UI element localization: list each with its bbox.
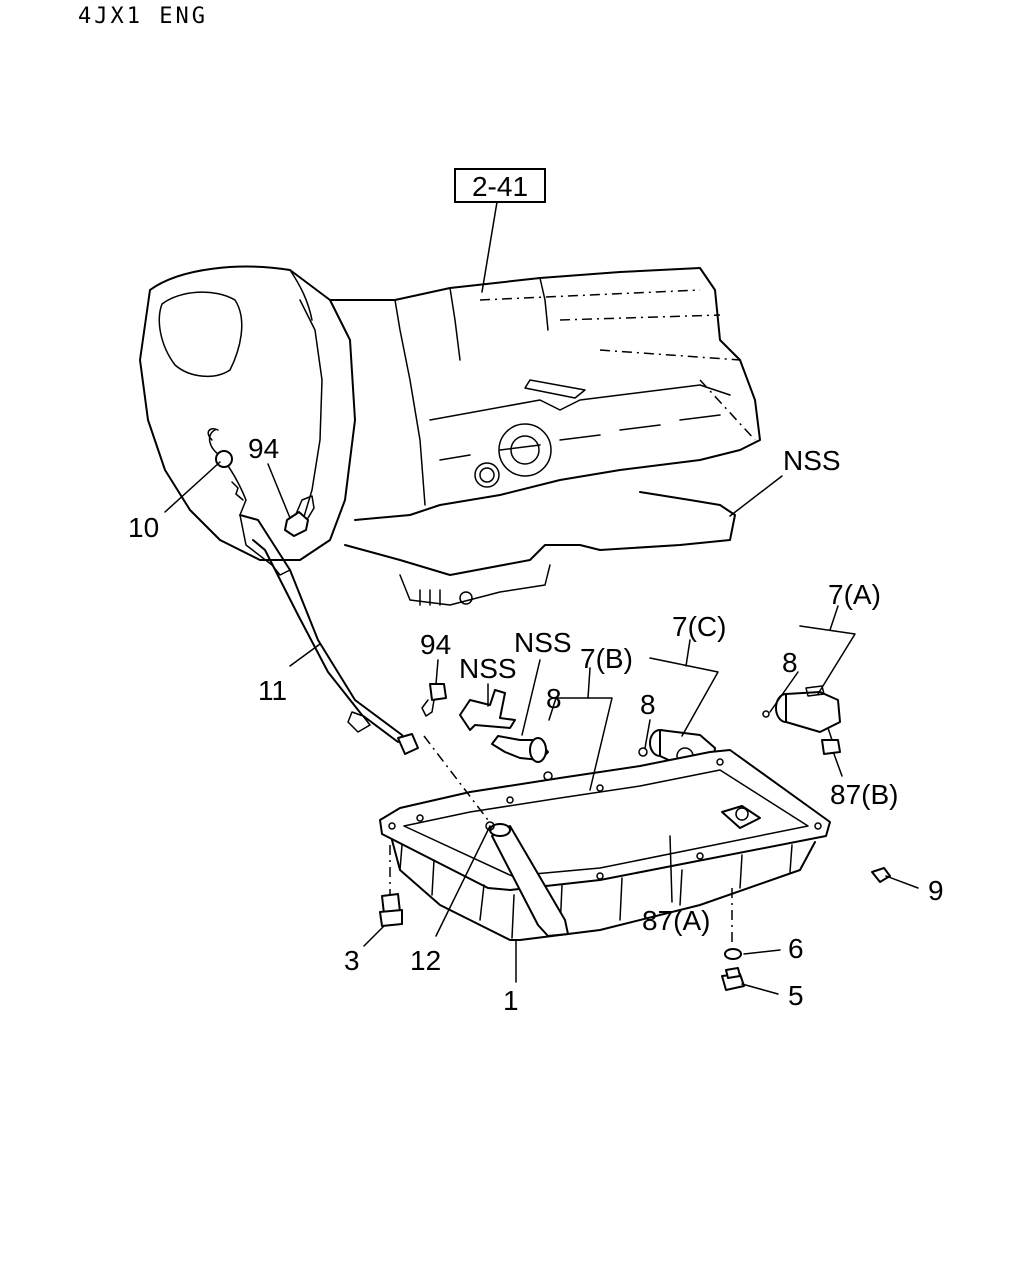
oil-pan-body <box>391 839 816 941</box>
o-ring-8-c[interactable] <box>638 747 648 757</box>
callout-3[interactable]: 3 <box>344 945 360 976</box>
callout-8-a[interactable]: 8 <box>782 647 798 678</box>
header-title: 4JX1 ENG <box>78 4 208 29</box>
bell-opening <box>158 291 243 377</box>
oil-pan[interactable] <box>379 749 831 941</box>
case-bracket <box>524 379 586 399</box>
o-ring-8-a[interactable] <box>762 710 770 718</box>
drain-plug-5[interactable] <box>721 967 745 991</box>
leader-lines <box>164 461 919 995</box>
callout-8-c[interactable]: 8 <box>640 689 656 720</box>
callout-7c[interactable]: 7(C) <box>672 611 726 642</box>
oil-pan-flange <box>379 749 831 891</box>
callout-9[interactable]: 9 <box>928 875 944 906</box>
gasket-6[interactable] <box>724 948 742 960</box>
solenoid-7a[interactable] <box>775 685 841 733</box>
callout-87b[interactable]: 87(B) <box>830 779 898 810</box>
callout-87a[interactable]: 87(A) <box>642 905 710 936</box>
callout-12[interactable]: 12 <box>410 945 441 976</box>
callout-7a[interactable]: 7(A) <box>828 579 881 610</box>
callout-5[interactable]: 5 <box>788 980 804 1011</box>
leader-ref <box>481 201 498 293</box>
callout-nss-sensor[interactable]: NSS <box>514 627 572 658</box>
ref-box[interactable]: 2-41 <box>454 168 546 203</box>
dipstick-handle <box>215 450 233 468</box>
callout-nss-bracket[interactable]: NSS <box>459 653 517 684</box>
ref-box-frame <box>454 168 546 203</box>
bolt-87b[interactable] <box>821 727 841 755</box>
part-9[interactable] <box>871 867 891 883</box>
speed-sensor <box>491 735 549 763</box>
callout-7b[interactable]: 7(B) <box>580 643 633 674</box>
nss-bracket <box>459 689 516 731</box>
callout-94-upper[interactable]: 94 <box>248 433 279 464</box>
callout-10[interactable]: 10 <box>128 512 159 543</box>
callout-11[interactable]: 11 <box>258 675 287 706</box>
callout-nss-transmission[interactable]: NSS <box>783 445 841 476</box>
filler-neck <box>491 825 569 937</box>
dipstick-gauge <box>208 429 247 516</box>
callout-1[interactable]: 1 <box>503 985 519 1016</box>
oil-strainer <box>721 805 761 829</box>
bolt-94-lower[interactable] <box>421 683 447 717</box>
callout-94-lower[interactable]: 94 <box>420 629 451 660</box>
callout-6[interactable]: 6 <box>788 933 804 964</box>
tube-clamp <box>397 733 419 755</box>
o-ring-12 <box>485 821 495 831</box>
dipstick-tube-assembly <box>207 428 419 755</box>
bolt-3[interactable] <box>379 845 403 927</box>
tube-bracket <box>347 711 371 733</box>
callout-8-b[interactable]: 8 <box>546 683 562 714</box>
callout-labels: 10 94 NSS 11 94 NSS NSS 7(B) 8 7(C) 8 7(… <box>128 433 944 1016</box>
bell-housing <box>139 265 356 561</box>
output-port <box>498 423 552 477</box>
valve-body <box>344 491 736 576</box>
dipstick-tube <box>239 514 409 751</box>
transmission-assembly <box>139 265 761 606</box>
case-plug <box>474 462 500 488</box>
ref-box-label: 2-41 <box>472 171 528 202</box>
bell-rim <box>299 299 323 531</box>
